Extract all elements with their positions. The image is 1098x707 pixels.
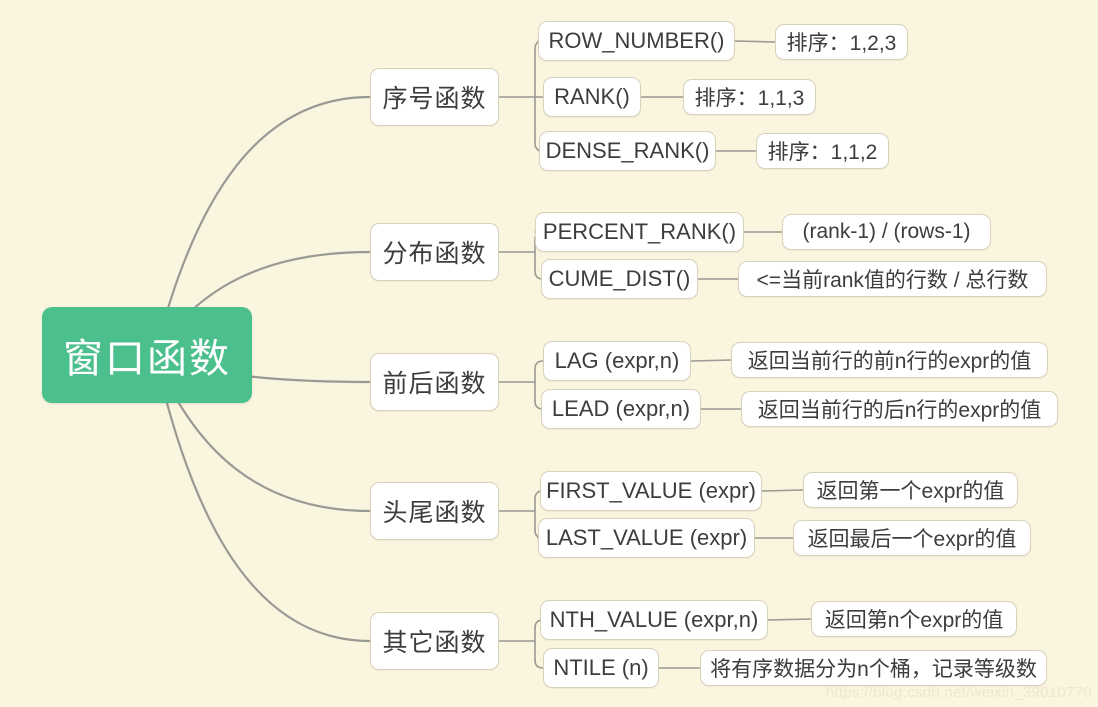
desc-node-2-1-label: (rank-1) / (rows-1)	[802, 220, 971, 243]
leaf-node-2-2[interactable]: CUME_DIST()	[541, 259, 698, 299]
leaf-node-4-1[interactable]: FIRST_VALUE (expr)	[540, 471, 762, 511]
leaf-node-4-1-label: FIRST_VALUE (expr)	[546, 478, 756, 503]
branch-node-1-label: 序号函数	[382, 85, 487, 113]
leaf-node-1-2-label: RANK()	[554, 84, 630, 109]
desc-node-2-1[interactable]: (rank-1) / (rows-1)	[782, 214, 991, 250]
desc-node-1-2[interactable]: 排序：1,1,3	[683, 79, 816, 115]
connector	[690, 359, 732, 362]
leaf-node-3-2-label: LEAD (expr,n)	[551, 396, 691, 421]
branch-node-4[interactable]: 头尾函数	[370, 482, 499, 540]
desc-node-1-2-label: 排序：1,1,3	[694, 87, 805, 110]
connector	[734, 40, 776, 43]
watermark: https://blog.csdn.net/weixin_39010770	[825, 684, 1092, 701]
leaf-node-1-3[interactable]: DENSE_RANK()	[539, 131, 716, 171]
leaf-node-1-1[interactable]: ROW_NUMBER()	[538, 21, 735, 61]
leaf-node-4-2-label: LAST_VALUE (expr)	[545, 525, 748, 550]
desc-node-2-2-label: <=当前rank值的行数 / 总行数	[756, 269, 1029, 292]
branch-node-4-label: 头尾函数	[382, 499, 487, 527]
branch-node-5[interactable]: 其它函数	[370, 612, 499, 670]
root-node[interactable]: 窗口函数	[42, 307, 252, 403]
desc-node-5-2-label: 将有序数据分为n个桶，记录等级数	[710, 658, 1037, 681]
desc-node-2-2[interactable]: <=当前rank值的行数 / 总行数	[738, 261, 1047, 297]
desc-node-5-2[interactable]: 将有序数据分为n个桶，记录等级数	[700, 650, 1047, 686]
branch-node-3[interactable]: 前后函数	[370, 353, 499, 411]
branch-node-1[interactable]: 序号函数	[370, 68, 499, 126]
leaf-node-3-1[interactable]: LAG (expr,n)	[543, 341, 691, 381]
leaf-node-2-2-label: CUME_DIST()	[548, 266, 691, 291]
leaf-node-3-2[interactable]: LEAD (expr,n)	[541, 389, 701, 429]
desc-node-1-1-label: 排序：1,2,3	[786, 32, 897, 55]
leaf-node-1-2[interactable]: RANK()	[543, 77, 641, 117]
branch-node-2-label: 分布函数	[382, 240, 487, 268]
leaf-node-1-3-label: DENSE_RANK()	[545, 138, 710, 163]
leaf-node-4-2[interactable]: LAST_VALUE (expr)	[538, 518, 755, 558]
desc-node-1-1[interactable]: 排序：1,2,3	[775, 24, 908, 60]
branch-node-3-label: 前后函数	[382, 370, 487, 398]
connector	[761, 489, 804, 492]
desc-node-3-1-label: 返回当前行的前n行的expr的值	[747, 350, 1032, 373]
desc-node-1-3[interactable]: 排序：1,1,2	[756, 133, 889, 169]
leaf-node-5-2[interactable]: NTILE (n)	[543, 648, 659, 688]
desc-node-1-3-label: 排序：1,1,2	[767, 141, 878, 164]
desc-node-5-1[interactable]: 返回第n个expr的值	[811, 601, 1017, 637]
leaf-node-1-1-label: ROW_NUMBER()	[548, 28, 725, 53]
connector	[534, 360, 544, 370]
connector	[767, 618, 812, 621]
leaf-node-2-1-label: PERCENT_RANK()	[542, 219, 737, 244]
desc-node-3-1[interactable]: 返回当前行的前n行的expr的值	[731, 342, 1048, 378]
leaf-node-2-1[interactable]: PERCENT_RANK()	[535, 212, 744, 252]
desc-node-4-1[interactable]: 返回第一个expr的值	[803, 472, 1018, 508]
desc-node-5-1-label: 返回第n个expr的值	[824, 609, 1004, 632]
desc-node-4-2-label: 返回最后一个expr的值	[807, 528, 1017, 551]
desc-node-3-2-label: 返回当前行的后n行的expr的值	[757, 399, 1042, 422]
leaf-node-5-2-label: NTILE (n)	[553, 655, 649, 680]
desc-node-4-1-label: 返回第一个expr的值	[816, 480, 1005, 503]
root-node-label: 窗口函数	[63, 337, 231, 381]
branch-node-2[interactable]: 分布函数	[370, 223, 499, 281]
leaf-node-5-1[interactable]: NTH_VALUE (expr,n)	[540, 600, 768, 640]
branch-node-5-label: 其它函数	[382, 629, 487, 657]
connector	[534, 659, 544, 669]
desc-node-3-2[interactable]: 返回当前行的后n行的expr的值	[741, 391, 1058, 427]
leaf-node-5-1-label: NTH_VALUE (expr,n)	[549, 607, 759, 632]
leaf-node-3-1-label: LAG (expr,n)	[554, 348, 680, 373]
desc-node-4-2[interactable]: 返回最后一个expr的值	[793, 520, 1031, 556]
